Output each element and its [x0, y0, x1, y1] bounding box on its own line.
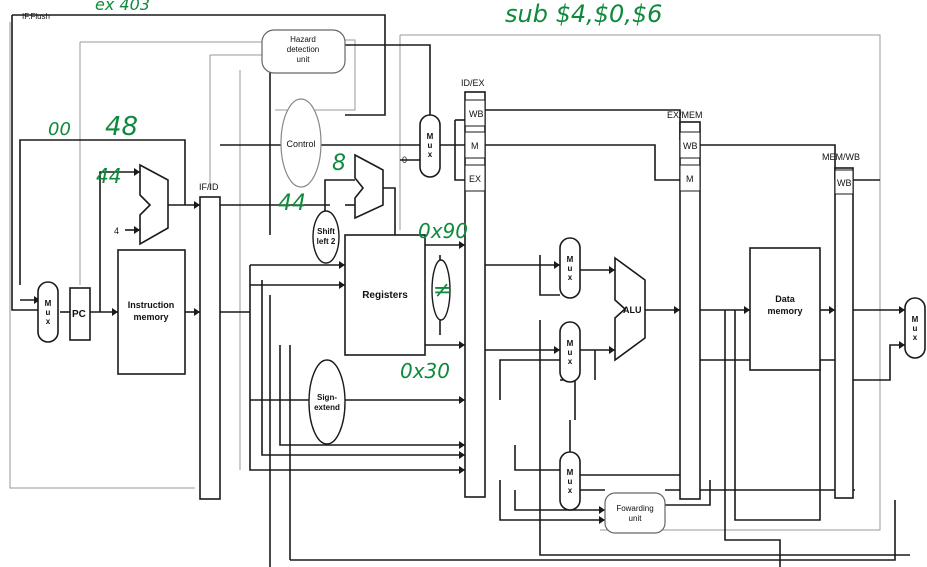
- if-flush-label: IF.Flush: [22, 12, 50, 21]
- forwarding-unit: [605, 493, 665, 533]
- handwritten-top-scribble: ex 403: [95, 0, 150, 14]
- handwritten-reg-read1: 0x90: [418, 219, 468, 243]
- pc-label: PC: [72, 309, 86, 320]
- id-ex-wb-label: WB: [469, 109, 484, 119]
- const-0-label: 0: [402, 155, 407, 165]
- handwritten-branch-const: 8: [332, 151, 346, 176]
- const-4-label: 4: [114, 226, 119, 236]
- id-ex-label: ID/EX: [461, 78, 485, 88]
- handwritten-reg-read2: 0x30: [400, 359, 450, 383]
- if-id-register: [200, 197, 220, 499]
- ex-mem-label: EX/MEM: [667, 110, 703, 120]
- handwritten-reg-compare: ≠: [433, 278, 451, 303]
- handwritten-pc-prefix: 00: [48, 119, 71, 140]
- id-ex-m-label: M: [471, 141, 479, 151]
- handwritten-pc-value: 48: [105, 112, 138, 142]
- branch-adder: [355, 155, 383, 218]
- registers-label: Registers: [362, 290, 408, 301]
- mem-wb-label: MEM/WB: [822, 152, 860, 162]
- ex-mem-wb-label: WB: [683, 141, 698, 151]
- sign-extend-label: Sign-extend: [314, 393, 340, 412]
- ex-mem-m-label: M: [686, 174, 694, 184]
- if-id-label: IF/ID: [199, 182, 219, 192]
- mem-wb-wb-label: WB: [837, 178, 852, 188]
- sign-extend-unit: [309, 360, 345, 444]
- handwritten-id-adder-out: 44: [278, 191, 306, 216]
- id-ex-ex-label: EX: [469, 174, 481, 184]
- handwritten-adder-out: 44: [96, 164, 121, 188]
- handwritten-instruction: sub $4,$0,$6: [505, 0, 662, 28]
- control-label: Control: [286, 139, 315, 149]
- pc-adder: [140, 165, 168, 244]
- alu-label: ALU: [623, 305, 642, 315]
- mem-wb-register: [835, 168, 853, 498]
